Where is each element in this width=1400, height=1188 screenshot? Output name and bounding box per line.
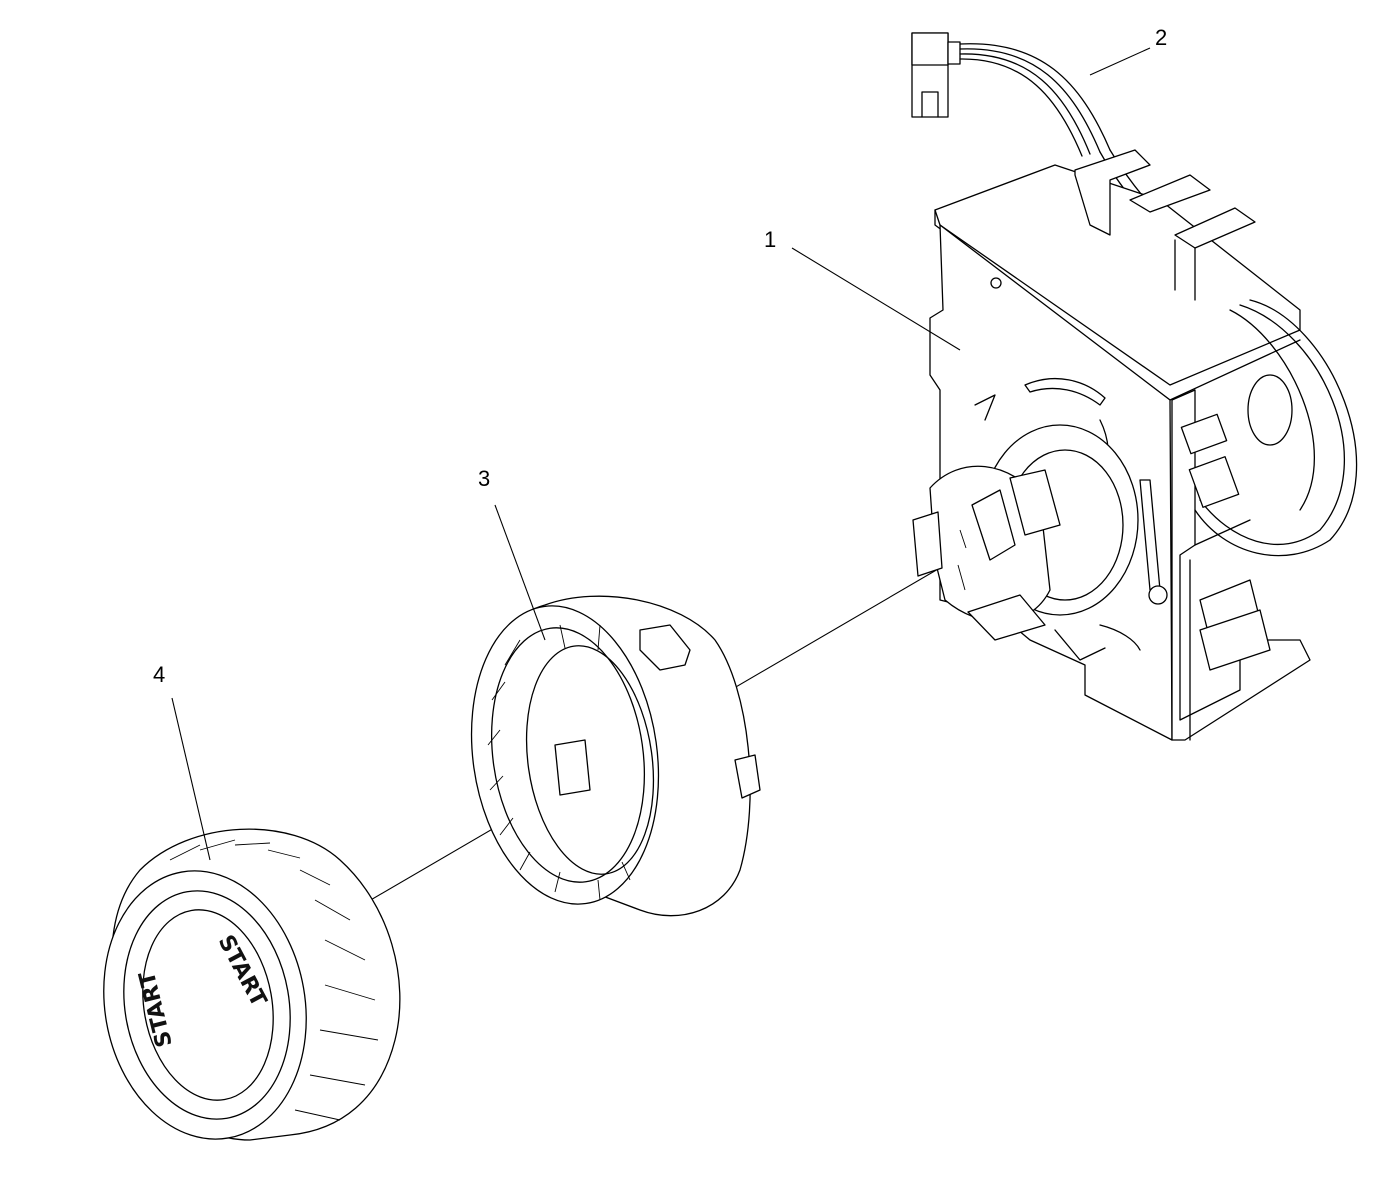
callout-1: 1 (764, 227, 776, 252)
part-3-ring-bezel (470, 595, 761, 917)
part-2-wire-harness (911, 32, 1251, 306)
leader-line-4 (171, 697, 211, 861)
leader-line-2 (1089, 47, 1151, 76)
callout-2: 2 (1155, 25, 1167, 50)
callout-3: 3 (478, 466, 490, 491)
part-4-start-knob: START START (103, 828, 401, 1141)
callout-4: 4 (153, 662, 165, 687)
part-1-switch-housing (912, 149, 1358, 741)
leader-line-3 (494, 504, 546, 641)
leader-line-1 (791, 247, 961, 351)
